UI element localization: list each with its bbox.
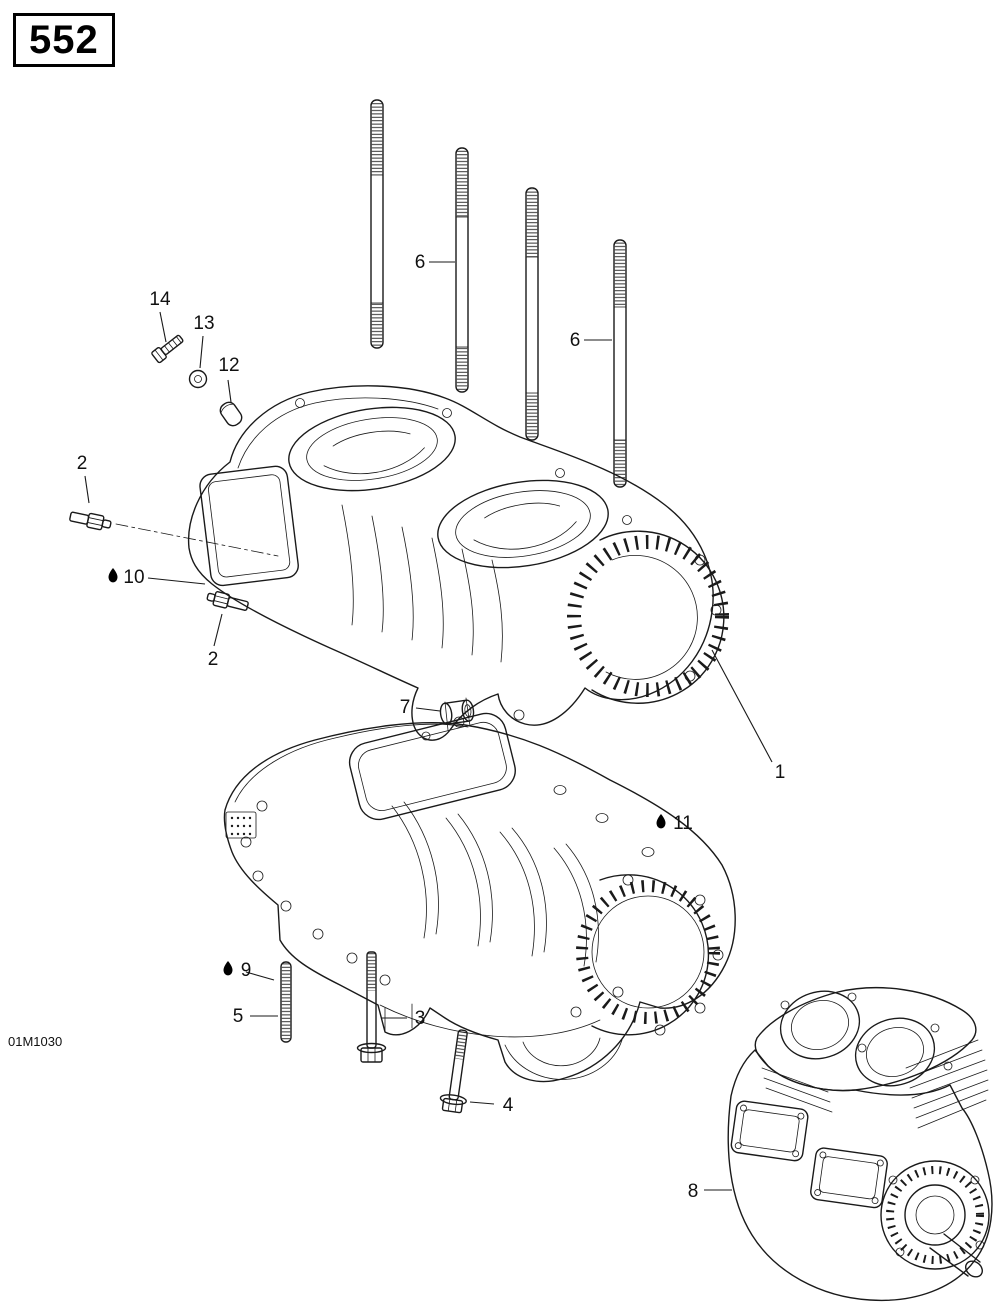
pto-cover [880,1160,990,1278]
callout-label-13: 13 [193,313,214,334]
callout-label-6-left: 6 [415,252,426,273]
callout-label-2-lower: 2 [208,649,219,670]
upper-case-ribs [341,504,503,663]
callout-label-8: 8 [688,1181,699,1202]
plug-12 [219,401,243,427]
fitting-2-lower [206,591,249,611]
leader-lines [84,261,773,1191]
callout-label-11: 11 [673,813,693,834]
bolt-3 [356,951,387,1063]
upper-bearing-housing [567,530,729,704]
callout-label-4: 4 [503,1095,514,1116]
callout-label-2-upper: 2 [77,453,88,474]
intake-flange-1 [730,1100,809,1162]
assembly-axis-line [115,523,279,557]
figure-code: 552 [29,18,99,62]
oil-drop-icon [108,568,118,583]
callout-label-14: 14 [149,289,171,310]
crankcase-upper-half [187,385,729,741]
callout-label-10: 10 [123,567,144,588]
flanged-bolt-14 [151,334,184,364]
figure-code-box: 552 [13,13,115,67]
cylinder-stud-2 [455,147,469,393]
callout-label-1: 1 [775,762,786,783]
callout-label-9: 9 [241,960,252,981]
plate-number: 01M1030 [8,1034,63,1049]
lower-bearing-flange [576,874,724,1036]
lower-case-ribs [379,801,601,1038]
crankcase-lower-half [223,712,736,1083]
engine-assembly [727,987,993,1302]
fitting-2-upper [69,511,112,531]
serial-pad [225,811,257,839]
bolt-4 [439,1029,468,1114]
cylinder-stud-1 [370,99,384,349]
cylinder-fins [761,1039,989,1129]
oil-drop-icon [656,814,666,829]
callout-label-6-right: 6 [570,330,581,351]
cylinder-stud-3 [525,187,539,441]
oil-drop-icon [223,961,233,976]
lower-case-bolt-holes [240,785,655,1018]
washer-13 [188,369,208,389]
stud-5 [280,961,292,1043]
cylinder-stud-4 [613,239,627,488]
callout-label-5: 5 [233,1006,244,1027]
intake-flange-2 [810,1147,888,1209]
callout-label-7: 7 [400,697,411,718]
callout-label-12: 12 [218,355,239,376]
callout-label-3: 3 [415,1008,426,1029]
